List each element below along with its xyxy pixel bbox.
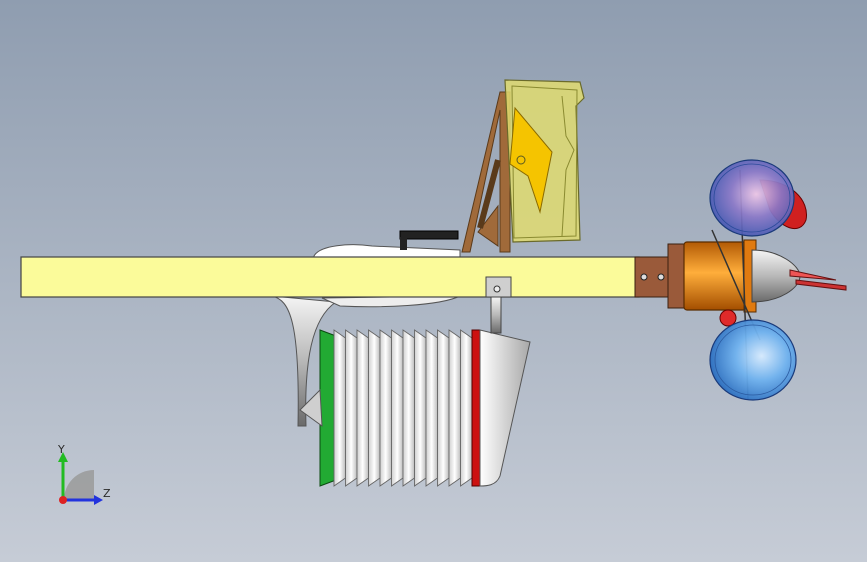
shield-gill — [345, 329, 358, 487]
shield-gill — [368, 329, 381, 487]
boom-clamp[interactable] — [485, 276, 512, 334]
vane-arrow — [509, 106, 553, 214]
support-arm[interactable] — [271, 295, 338, 427]
shield-gill — [425, 329, 438, 487]
cup-bottom[interactable] — [709, 319, 797, 401]
shield-gill — [379, 329, 392, 487]
shield-gill — [333, 329, 346, 487]
shield-gill — [414, 329, 427, 487]
radiation-shield[interactable] — [299, 329, 531, 487]
y-axis-label: Y — [57, 443, 65, 456]
cup-top[interactable] — [709, 159, 795, 237]
shield-gill — [391, 329, 404, 487]
shield-gill — [402, 329, 415, 487]
shield-gill — [460, 329, 473, 487]
wind-vane[interactable] — [504, 79, 585, 243]
main-boom[interactable] — [20, 256, 640, 298]
axis-triad: Y Z — [57, 443, 111, 505]
coupling[interactable] — [634, 256, 672, 298]
shield-mount — [299, 388, 323, 428]
shield-gill — [448, 329, 461, 487]
propeller[interactable] — [789, 269, 847, 291]
shield-wedge — [479, 329, 531, 487]
handle[interactable] — [399, 230, 459, 250]
vane-bracket[interactable] — [461, 91, 511, 253]
shield-gill — [437, 329, 450, 487]
shield-red-band — [471, 329, 481, 487]
z-axis-label: Z — [103, 487, 111, 500]
anemometer-cups[interactable] — [709, 159, 807, 401]
shield-gill — [356, 329, 369, 487]
